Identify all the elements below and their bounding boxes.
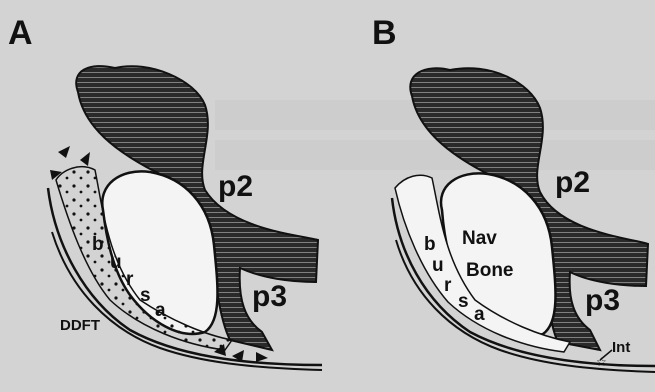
panel-b-label-int: Int — [612, 339, 630, 356]
panel-b-bursa-letter: b — [424, 234, 436, 255]
panel-b-label-bone: Bone — [466, 260, 514, 281]
panel-a-label-p3: p3 — [252, 280, 287, 313]
panel-a-bursa-letter: s — [140, 285, 151, 306]
panel-a-label-p2: p2 — [218, 170, 253, 203]
panel-b-bursa-letter: s — [458, 291, 469, 312]
panel-b-label-nav: Nav — [462, 228, 497, 249]
panel-b-star-marker: ☆ — [596, 355, 607, 369]
panel-a-bursa-letter: u — [110, 252, 122, 273]
panel-b-letter: B — [372, 14, 397, 52]
panel-b-bursa-letter: u — [432, 255, 444, 276]
panel-b-bursa-letter: a — [474, 304, 485, 325]
panel-a-label-ddft: DDFT — [60, 317, 100, 334]
panel-b-bursa-letter: r — [444, 275, 452, 296]
panel-a-bursa-letter: r — [126, 269, 134, 290]
panel-b-label-p3: p3 — [585, 284, 620, 317]
panel-a-bursa-letter: a — [155, 300, 166, 321]
panel-a: A p2 p3 b u r s a DDFT — [8, 14, 322, 370]
panel-b: B ☆ p2 p3 Nav Bone b u r s a Int — [372, 14, 655, 372]
panel-b-label-p2: p2 — [555, 166, 590, 199]
panel-a-letter: A — [8, 14, 33, 52]
panel-a-bursa-letter: b — [92, 234, 104, 255]
